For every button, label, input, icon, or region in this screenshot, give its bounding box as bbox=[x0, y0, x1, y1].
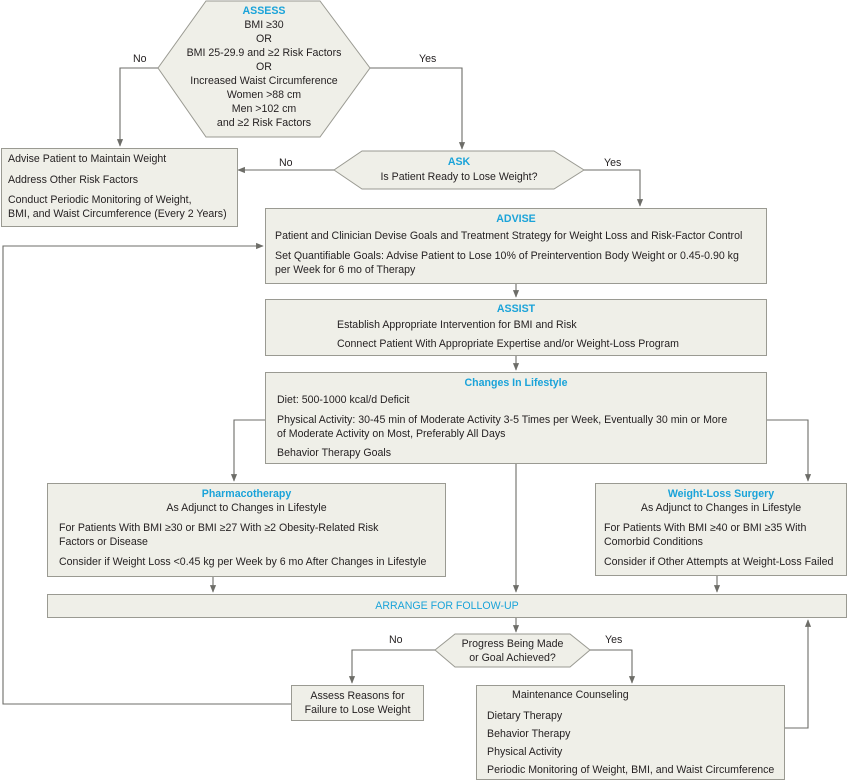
assess-line: BMI 25-29.9 and ≥2 Risk Factors bbox=[186, 47, 342, 59]
ask-heading: ASK bbox=[447, 156, 471, 168]
assess-heading: ASSESS bbox=[242, 5, 286, 17]
advise-line: Set Quantifiable Goals: Advise Patient t… bbox=[275, 250, 739, 262]
connector-progress-yes bbox=[590, 649, 636, 684]
progress-line: Progress Being Made bbox=[461, 638, 564, 650]
ask-question: Is Patient Ready to Lose Weight? bbox=[380, 171, 538, 183]
connector-assess-no bbox=[116, 67, 158, 147]
connector-failure-loop bbox=[2, 242, 291, 705]
maintenance-line: Physical Activity bbox=[487, 746, 563, 758]
assess-line: OR bbox=[256, 61, 272, 73]
lifestyle-box: Changes In Lifestyle Diet: 500-1000 kcal… bbox=[265, 372, 767, 464]
assess-line: Increased Waist Circumference bbox=[190, 75, 338, 87]
assess-no-label: No bbox=[133, 53, 147, 65]
lifestyle-line: Behavior Therapy Goals bbox=[277, 447, 392, 459]
arrange-followup-box: ARRANGE FOR FOLLOW-UP bbox=[47, 594, 847, 618]
failure-box: Assess Reasons for Failure to Lose Weigh… bbox=[291, 685, 424, 721]
failure-line: Failure to Lose Weight bbox=[304, 704, 411, 716]
assist-line: Connect Patient With Appropriate Experti… bbox=[337, 338, 679, 350]
maintain-line: Advise Patient to Maintain Weight bbox=[8, 153, 167, 165]
lifestyle-line: of Moderate Activity on Most, Preferably… bbox=[277, 428, 506, 440]
advise-box: ADVISE Patient and Clinician Devise Goal… bbox=[265, 208, 767, 284]
lifestyle-line: Physical Activity: 30-45 min of Moderate… bbox=[277, 414, 728, 426]
progress-line: or Goal Achieved? bbox=[469, 652, 556, 664]
assess-line: Women >88 cm bbox=[226, 89, 302, 101]
assess-line: OR bbox=[256, 33, 272, 45]
arrange-heading: ARRANGE FOR FOLLOW-UP bbox=[375, 600, 519, 612]
advise-heading: ADVISE bbox=[496, 213, 536, 225]
pharmacotherapy-heading: Pharmacotherapy bbox=[201, 488, 292, 500]
maintenance-line: Periodic Monitoring of Weight, BMI, and … bbox=[487, 764, 775, 776]
connector-lifestyle-pharma bbox=[230, 419, 265, 482]
maintain-line: Address Other Risk Factors bbox=[8, 174, 139, 186]
maintenance-line: Dietary Therapy bbox=[487, 710, 563, 722]
assess-line: Men >102 cm bbox=[231, 103, 297, 115]
surgery-line: Comorbid Conditions bbox=[604, 536, 703, 548]
assess-line: and ≥2 Risk Factors bbox=[216, 117, 312, 129]
ask-yes-label: Yes bbox=[604, 157, 622, 169]
surgery-heading: Weight-Loss Surgery bbox=[667, 488, 775, 500]
lifestyle-heading: Changes In Lifestyle bbox=[464, 377, 568, 389]
progress-no-label: No bbox=[389, 634, 403, 646]
surgery-line: For Patients With BMI ≥40 or BMI ≥35 Wit… bbox=[604, 522, 807, 534]
connector-progress-no bbox=[348, 649, 435, 684]
connector-assess-yes bbox=[370, 67, 466, 150]
maintenance-box: Maintenance Counseling Dietary Therapy B… bbox=[476, 685, 785, 780]
assist-box: ASSIST Establish Appropriate Interventio… bbox=[265, 299, 767, 356]
maintenance-line: Behavior Therapy bbox=[487, 728, 571, 740]
pharmacotherapy-box: Pharmacotherapy As Adjunct to Changes in… bbox=[47, 483, 446, 577]
surgery-line: As Adjunct to Changes in Lifestyle bbox=[640, 502, 802, 514]
surgery-line: Consider if Other Attempts at Weight-Los… bbox=[604, 556, 834, 568]
advise-line: Patient and Clinician Devise Goals and T… bbox=[275, 230, 743, 242]
assist-line: Establish Appropriate Intervention for B… bbox=[337, 319, 577, 331]
maintain-line: Conduct Periodic Monitoring of Weight, bbox=[8, 194, 192, 206]
assess-yes-label: Yes bbox=[419, 53, 437, 65]
connector-lifestyle-surgery bbox=[767, 419, 812, 482]
maintain-line: BMI, and Waist Circumference (Every 2 Ye… bbox=[8, 208, 227, 220]
surgery-box: Weight-Loss Surgery As Adjunct to Change… bbox=[595, 483, 847, 576]
failure-line: Assess Reasons for bbox=[310, 690, 405, 702]
ask-no-label: No bbox=[279, 157, 293, 169]
pharmacotherapy-line: Factors or Disease bbox=[59, 536, 148, 548]
assess-line: BMI ≥30 bbox=[244, 19, 284, 31]
maintenance-line: Maintenance Counseling bbox=[512, 689, 629, 701]
pharmacotherapy-line: As Adjunct to Changes in Lifestyle bbox=[166, 502, 327, 514]
maintain-weight-box: Advise Patient to Maintain Weight Addres… bbox=[1, 148, 238, 227]
pharmacotherapy-line: Consider if Weight Loss <0.45 kg per Wee… bbox=[59, 556, 427, 568]
progress-yes-label: Yes bbox=[605, 634, 623, 646]
connector-maintenance-loop bbox=[785, 619, 812, 729]
lifestyle-line: Diet: 500-1000 kcal/d Deficit bbox=[277, 394, 410, 406]
pharmacotherapy-line: For Patients With BMI ≥30 or BMI ≥27 Wit… bbox=[59, 522, 379, 534]
connector-ask-yes bbox=[584, 169, 644, 207]
assist-heading: ASSIST bbox=[496, 303, 536, 315]
advise-line: per Week for 6 mo of Therapy bbox=[275, 264, 416, 276]
